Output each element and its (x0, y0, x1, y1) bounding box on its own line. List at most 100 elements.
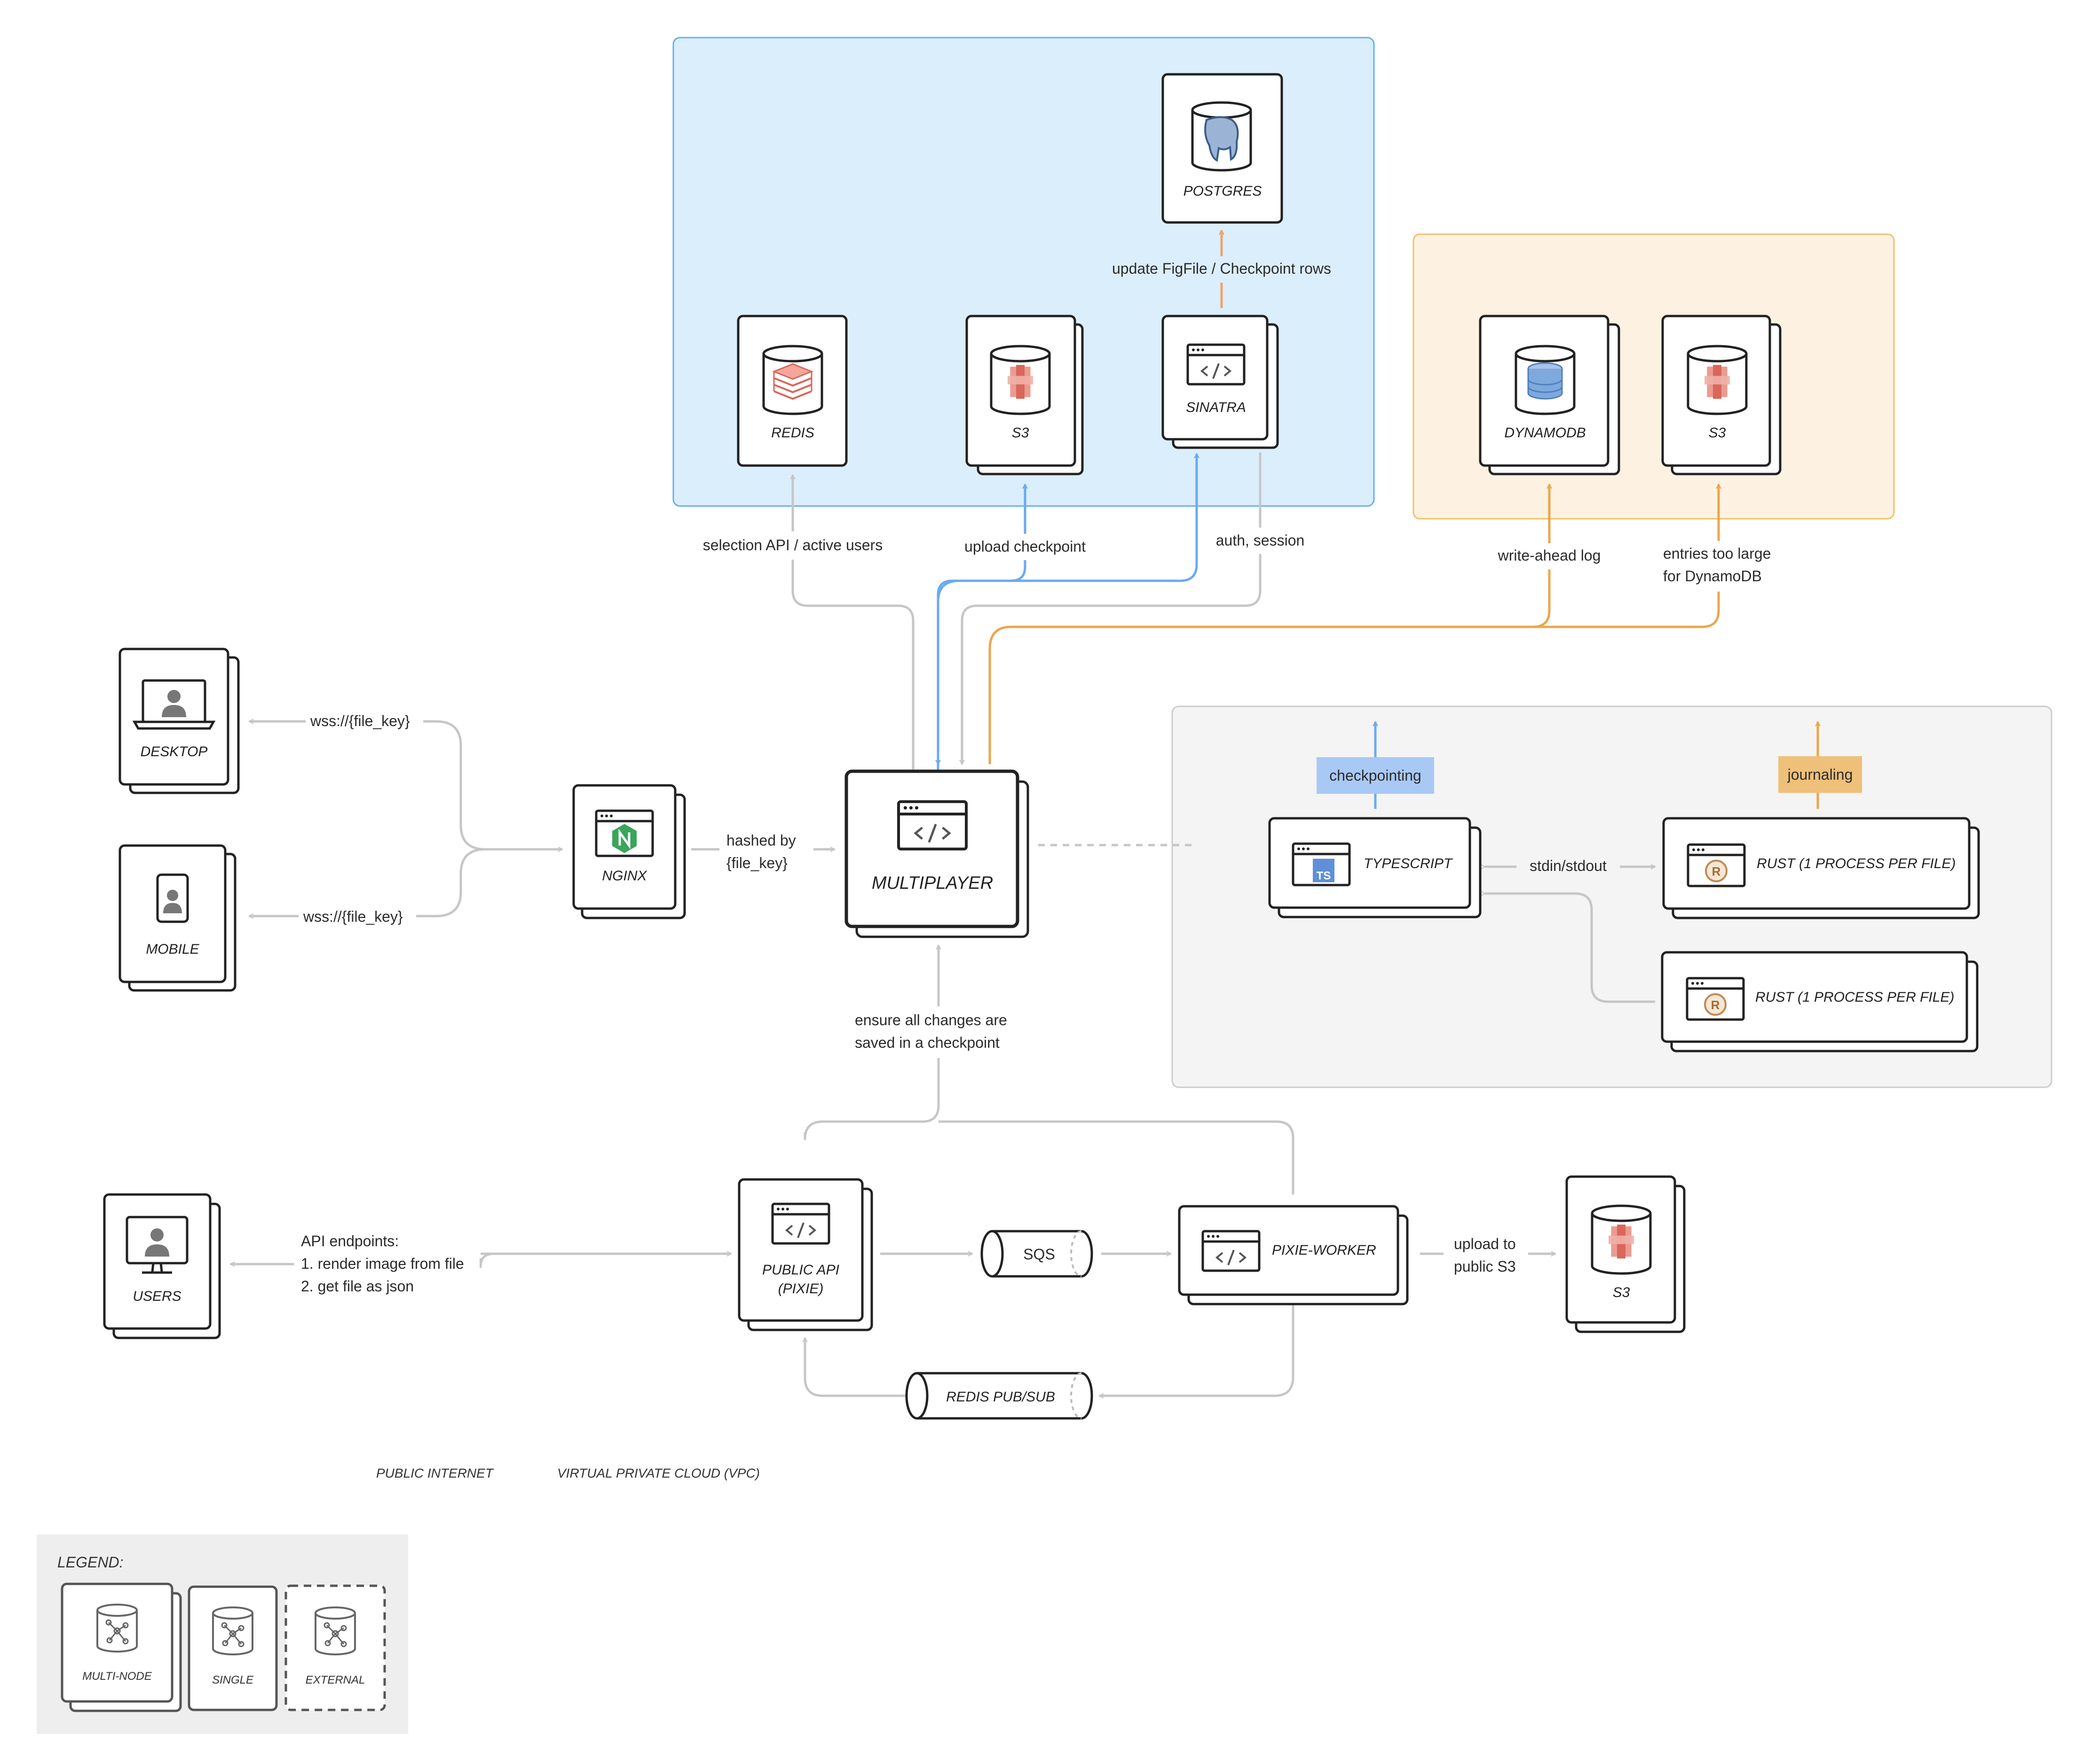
label-ensure-1: ensure all changes are (855, 1012, 1007, 1028)
edge-multiplayer-dynamodb (988, 484, 1549, 764)
edge-pubsub-public-api (805, 1338, 910, 1397)
users-node[interactable]: USERS (103, 1193, 221, 1339)
label-upload-public-1: upload to (1454, 1235, 1516, 1252)
label-auth-session: auth, session (1216, 532, 1305, 549)
legend-multi-node: MULTI-NODE (61, 1582, 182, 1712)
redis-icon (772, 363, 814, 400)
nginx-icon (595, 809, 654, 857)
multiplayer-node[interactable]: MULTIPLAYER (844, 769, 1029, 938)
postgres-elephant-icon (1204, 116, 1239, 162)
dynamodb-node[interactable]: DYNAMODB (1479, 315, 1620, 475)
queue-cylinder-icon (905, 1372, 929, 1420)
public-api-label-2: (PIXIE) (778, 1281, 824, 1297)
svg-text:TS: TS (1317, 870, 1331, 882)
s3-bucket-icon (1609, 1225, 1634, 1258)
desktop-node[interactable]: DESKTOP (118, 648, 240, 794)
typescript-node[interactable]: TS TYPESCRIPT (1268, 817, 1482, 918)
svg-text:R: R (1711, 998, 1720, 1012)
pixie-worker-node[interactable]: PIXIE-WORKER (1178, 1205, 1409, 1305)
redis-pubsub-label: REDIS PUB/SUB (946, 1389, 1055, 1405)
sqs-label: SQS (1023, 1246, 1055, 1263)
public-api-node[interactable]: PUBLIC API (PIXIE) (738, 1178, 873, 1331)
label-wss-desktop: wss://{file_key} (310, 712, 410, 729)
s3-bucket-icon (1008, 365, 1033, 399)
label-api-endpoints-1: API endpoints: (301, 1233, 399, 1250)
edge-pixie-worker-up (939, 1120, 1294, 1194)
laptop-user-icon (132, 679, 216, 730)
legend-external-label: EXTERNAL (306, 1674, 365, 1686)
database-icon (1527, 362, 1563, 400)
label-stdin-stdout: stdin/stdout (1530, 857, 1607, 874)
postgres-label: POSTGRES (1184, 183, 1262, 199)
edge-redis-multiplayer (793, 475, 915, 771)
sqs-queue[interactable]: SQS (980, 1230, 1093, 1278)
legend-single: SINGLE (188, 1585, 278, 1711)
code-window-icon (1188, 345, 1244, 384)
nginx-node[interactable]: NGINX (572, 784, 686, 919)
label-write-ahead: write-ahead log (1498, 547, 1601, 564)
code-window-icon (773, 1204, 829, 1243)
postgres-node[interactable]: POSTGRES (1161, 73, 1283, 224)
edge-nginx-desktop (249, 721, 562, 851)
phone-user-icon (156, 873, 189, 923)
legend-external: EXTERNAL (284, 1584, 386, 1711)
dynamodb-label: DYNAMODB (1504, 425, 1586, 441)
queue-cylinder-icon (980, 1230, 1004, 1278)
s3-bucket-icon (1704, 365, 1730, 399)
label-api-endpoints-2: 1. render image from file (301, 1255, 464, 1272)
journaling-tag-label: journaling (1787, 766, 1853, 783)
zone-label-vpc: VIRTUAL PRIVATE CLOUD (VPC) (557, 1466, 760, 1480)
s3-external-node[interactable]: S3 (1661, 315, 1782, 475)
redis-node[interactable]: REDIS (737, 315, 848, 467)
code-window-icon (1203, 1231, 1259, 1271)
label-entries-large-2: for DynamoDB (1663, 568, 1762, 585)
typescript-icon: TS (1292, 842, 1351, 886)
monitor-user-icon (126, 1216, 189, 1274)
users-label: USERS (133, 1289, 181, 1304)
edge-typescript-rust2 (1485, 894, 1655, 1003)
s3-vpc-node[interactable]: S3 (965, 315, 1084, 475)
zone-label-public-internet: PUBLIC INTERNET (376, 1466, 494, 1480)
journaling-tag (1778, 756, 1862, 793)
label-upload-public-2: public S3 (1454, 1258, 1516, 1275)
s3-public-node[interactable]: S3 (1565, 1175, 1686, 1333)
redis-label: REDIS (771, 425, 814, 441)
edge-workers-multiplayer (804, 945, 939, 1140)
code-window-icon (899, 802, 966, 849)
sinatra-label: SINATRA (1186, 400, 1246, 415)
legend-multi-node-label: MULTI-NODE (82, 1670, 152, 1683)
checkpointing-tag (1317, 757, 1434, 794)
legend-title: LEGEND: (57, 1554, 123, 1571)
pixie-worker-label: PIXIE-WORKER (1272, 1242, 1376, 1258)
network-database-icon (315, 1606, 356, 1655)
edge-sinatra-multiplayer (962, 452, 1262, 764)
svg-text:R: R (1712, 864, 1721, 878)
s3-vpc-label: S3 (1012, 425, 1029, 441)
label-selection-api: selection API / active users (703, 537, 883, 554)
label-api-endpoints-3: 2. get file as json (301, 1278, 414, 1295)
label-upload-checkpoint: upload checkpoint (964, 538, 1086, 555)
rust-label-2: RUST (1 PROCESS PER FILE) (1755, 989, 1954, 1005)
rust-label-1: RUST (1 PROCESS PER FILE) (1757, 856, 1956, 871)
edge-multiplayer-s3-external (1533, 484, 1719, 628)
label-ensure-2: saved in a checkpoint (855, 1034, 1000, 1051)
label-update-rows: update FigFile / Checkpoint rows (1112, 260, 1331, 277)
public-api-label-1: PUBLIC API (762, 1262, 839, 1278)
redis-pubsub-queue[interactable]: REDIS PUB/SUB (905, 1372, 1093, 1420)
label-hashed-2: {file_key} (726, 854, 788, 871)
label-hashed-1: hashed by (726, 832, 796, 849)
label-wss-mobile: wss://{file_key} (303, 908, 403, 925)
multiplayer-label: MULTIPLAYER (872, 873, 993, 893)
mobile-node[interactable]: MOBILE (118, 844, 237, 992)
mobile-label: MOBILE (146, 941, 199, 957)
network-database-icon (212, 1606, 253, 1655)
rust-icon: R (1687, 843, 1746, 887)
edge-nginx-mobile (249, 848, 562, 916)
rust-node-2[interactable]: R RUST (1 PROCESS PER FILE) (1661, 951, 1979, 1052)
checkpointing-tag-label: checkpointing (1329, 767, 1421, 784)
sinatra-node[interactable]: SINATRA (1161, 315, 1279, 449)
rust-node-1[interactable]: R RUST (1 PROCESS PER FILE) (1662, 817, 1980, 919)
desktop-label: DESKTOP (141, 744, 208, 759)
typescript-label: TYPESCRIPT (1364, 856, 1453, 871)
edge-multiplayer-sinatra (937, 454, 1197, 602)
